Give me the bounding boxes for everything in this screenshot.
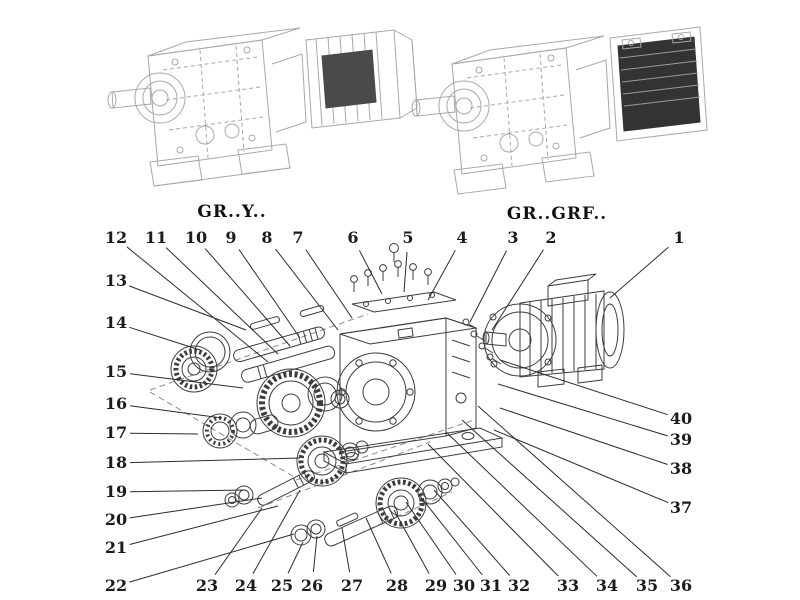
callout-25: 25 — [270, 576, 294, 595]
leader-line-24 — [252, 489, 301, 575]
leader-line-30 — [405, 501, 457, 575]
callout-18: 18 — [104, 453, 128, 472]
callout-40: 40 — [669, 409, 693, 428]
leader-line-17 — [129, 432, 199, 435]
callout-32: 32 — [507, 576, 531, 595]
leader-line-37 — [493, 429, 669, 504]
leader-line-9 — [238, 249, 301, 339]
leader-line-11 — [165, 247, 279, 355]
model-label-gr-y: GR..Y.. — [197, 202, 267, 222]
leader-line-27 — [341, 527, 351, 573]
leader-line-38 — [499, 407, 668, 465]
callout-26: 26 — [300, 576, 324, 595]
callout-22: 22 — [104, 576, 128, 595]
leader-line-7 — [305, 249, 353, 319]
callout-10: 10 — [184, 228, 208, 247]
callout-3: 3 — [507, 228, 519, 247]
leader-line-21 — [129, 505, 279, 545]
callout-14: 14 — [104, 313, 128, 332]
leader-line-26 — [312, 535, 318, 573]
big-gear-drawing — [256, 368, 350, 438]
callout-20: 20 — [104, 510, 128, 529]
leader-line-8 — [275, 248, 339, 331]
gearmotor-gr-y-drawing — [107, 27, 418, 187]
callout-23: 23 — [195, 576, 219, 595]
gearmotor-gr-grf-drawing — [411, 26, 708, 195]
leader-line-16 — [129, 405, 223, 419]
callout-17: 17 — [104, 423, 128, 442]
leader-line-31 — [419, 495, 483, 576]
callout-8: 8 — [261, 228, 273, 247]
leader-line-36 — [477, 405, 671, 578]
output-shaft-drawing — [290, 505, 398, 547]
callout-30: 30 — [452, 576, 476, 595]
callout-34: 34 — [595, 576, 619, 595]
callout-37: 37 — [669, 498, 693, 517]
leader-line-5 — [403, 251, 408, 293]
callout-28: 28 — [385, 576, 409, 595]
callout-38: 38 — [669, 459, 693, 478]
callout-11: 11 — [144, 228, 168, 247]
intermediate-gear-drawing — [296, 435, 369, 487]
callout-31: 31 — [479, 576, 503, 595]
leader-line-1 — [609, 246, 669, 299]
leader-line-18 — [129, 457, 301, 464]
callout-13: 13 — [104, 271, 128, 290]
cover-and-screws-drawing — [350, 243, 457, 313]
motor-bolts-drawing — [462, 318, 502, 365]
leader-line-32 — [433, 489, 511, 576]
leader-line-28 — [365, 517, 392, 574]
leader-line-29 — [393, 509, 430, 574]
leader-line-22 — [129, 533, 295, 583]
callout-39: 39 — [669, 430, 693, 449]
callout-5: 5 — [402, 228, 414, 247]
leader-line-35 — [461, 419, 637, 578]
callout-4: 4 — [456, 228, 468, 247]
leader-line-6 — [358, 250, 383, 295]
callout-7: 7 — [292, 228, 304, 247]
motor-drawing — [482, 273, 625, 388]
callout-6: 6 — [347, 228, 359, 247]
leader-line-10 — [204, 248, 291, 347]
callout-19: 19 — [104, 482, 128, 501]
leader-line-15 — [129, 373, 244, 389]
callout-27: 27 — [340, 576, 364, 595]
leader-line-23 — [214, 507, 263, 575]
leader-line-19 — [129, 489, 246, 493]
leader-line-40 — [499, 359, 668, 416]
model-label-gr-grf: GR..GRF.. — [506, 204, 608, 224]
leader-line-14 — [129, 326, 201, 351]
callout-15: 15 — [104, 362, 128, 381]
gear-housing-drawing — [322, 317, 504, 474]
leader-line-39 — [497, 383, 668, 437]
callout-21: 21 — [104, 538, 128, 557]
leader-line-34 — [445, 431, 598, 577]
leader-line-20 — [129, 497, 263, 519]
callout-12: 12 — [104, 228, 128, 247]
callout-29: 29 — [424, 576, 448, 595]
callout-1: 1 — [673, 228, 685, 247]
input-shaft-drawing — [233, 305, 336, 383]
callout-2: 2 — [545, 228, 557, 247]
callout-9: 9 — [225, 228, 237, 247]
leader-line-4 — [427, 250, 456, 301]
callout-35: 35 — [635, 576, 659, 595]
leader-line-12 — [126, 246, 269, 363]
callout-16: 16 — [104, 394, 128, 413]
leader-line-3 — [469, 250, 508, 323]
seal-and-bearing-drawing — [170, 331, 231, 393]
callout-24: 24 — [234, 576, 258, 595]
leader-line-13 — [128, 285, 247, 331]
exploded-view-drawing — [149, 243, 625, 547]
callout-33: 33 — [556, 576, 580, 595]
leader-line-25 — [287, 541, 304, 574]
leader-line-2 — [491, 249, 544, 331]
leader-line-33 — [427, 443, 559, 577]
callout-36: 36 — [669, 576, 693, 595]
